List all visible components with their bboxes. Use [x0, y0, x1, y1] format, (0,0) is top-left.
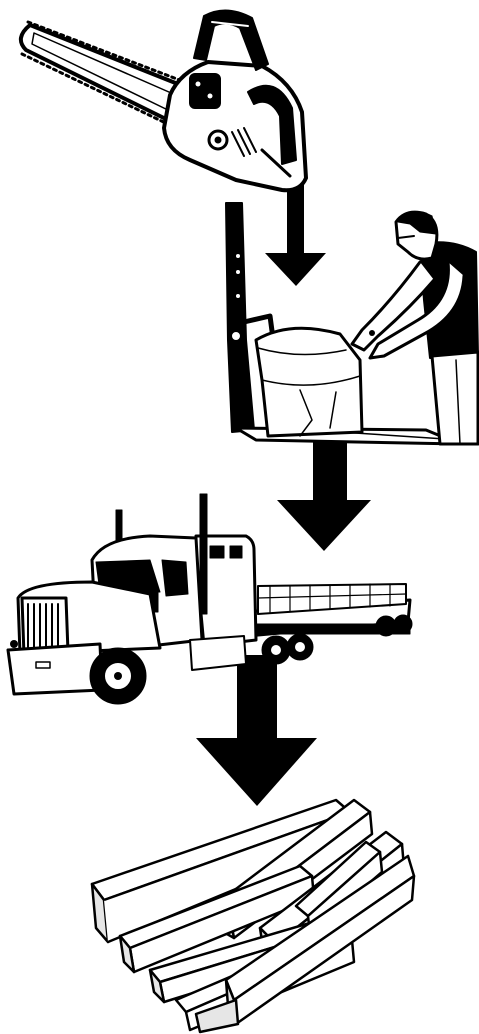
arrow-down-icon [265, 185, 326, 286]
arrow-down-icon [196, 655, 317, 806]
stacked-lumber-boards-icon [90, 798, 416, 1034]
flatbed-semi-truck-icon [6, 493, 413, 705]
chainsaw-icon [18, 9, 308, 193]
arrow-down-icon [277, 440, 371, 551]
worker-with-pallet-jack-icon [225, 202, 479, 446]
